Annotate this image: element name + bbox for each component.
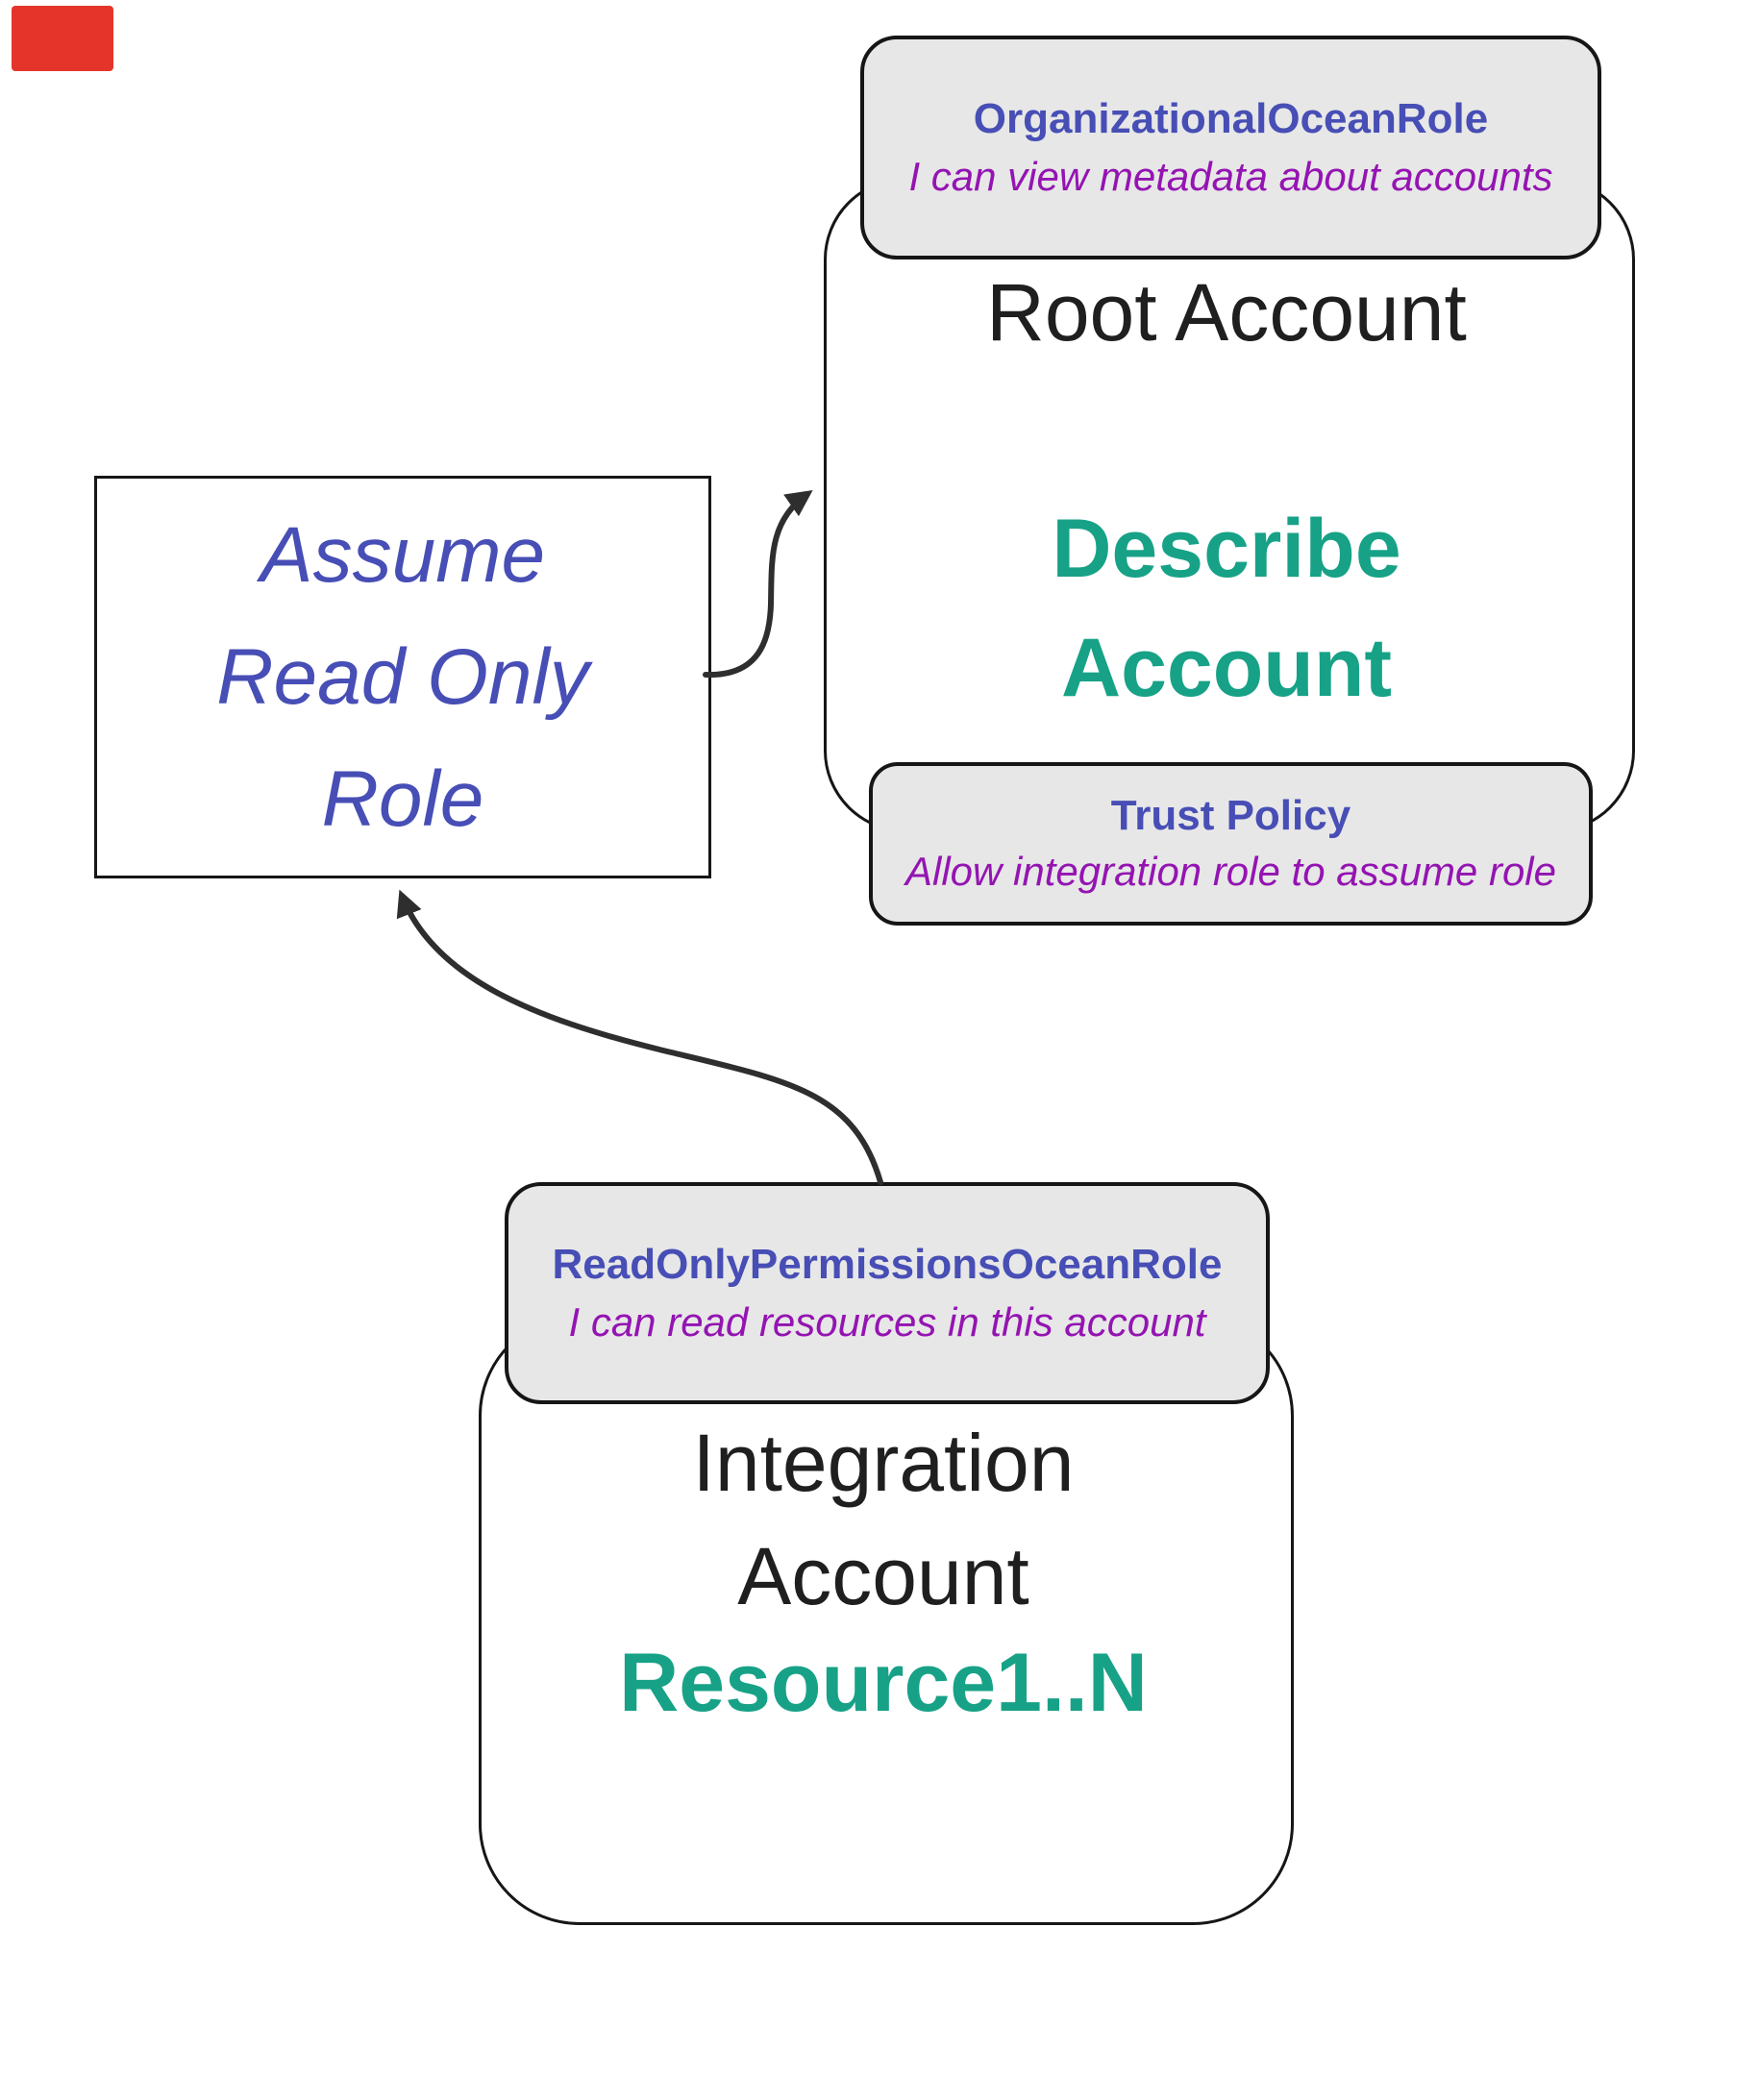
describe-account-text-line1: Describe: [1052, 503, 1401, 595]
resources-text: Resource1..N: [619, 1637, 1148, 1729]
integration-account-title-line1: Integration: [692, 1418, 1075, 1508]
organizational-role-label-box: OrganizationalOceanRole I can view metad…: [860, 36, 1601, 259]
assume-role-line2: Read Only: [216, 633, 589, 721]
readonly-role-description: I can read resources in this account: [568, 1298, 1206, 1345]
integration-account-title-line2: Account: [737, 1531, 1029, 1621]
readonly-role-label-box: ReadOnlyPermissionsOceanRole I can read …: [505, 1182, 1270, 1404]
trust-policy-description: Allow integration role to assume role: [904, 849, 1556, 895]
arrow-integration-to-assume: [396, 889, 883, 1185]
trust-policy-box: Trust Policy Allow integration role to a…: [869, 762, 1593, 926]
trust-policy-title: Trust Policy: [1110, 792, 1351, 840]
describe-account-text-line2: Account: [1061, 622, 1392, 714]
root-account-title: Root Account: [986, 267, 1467, 358]
organizational-role-description: I can view metadata about accounts: [908, 153, 1553, 199]
readonly-role-name: ReadOnlyPermissionsOceanRole: [552, 1240, 1223, 1288]
arrow-assume-to-root: [703, 490, 813, 679]
assume-role-line3: Role: [321, 755, 484, 843]
root-account-box: [824, 178, 1635, 832]
red-marker: [12, 6, 113, 71]
organizational-role-name: OrganizationalOceanRole: [973, 94, 1489, 142]
assume-read-only-role-box: Assume Read Only Role: [94, 476, 711, 878]
integration-account-box: [479, 1315, 1294, 1925]
assume-role-line1: Assume: [260, 511, 546, 599]
